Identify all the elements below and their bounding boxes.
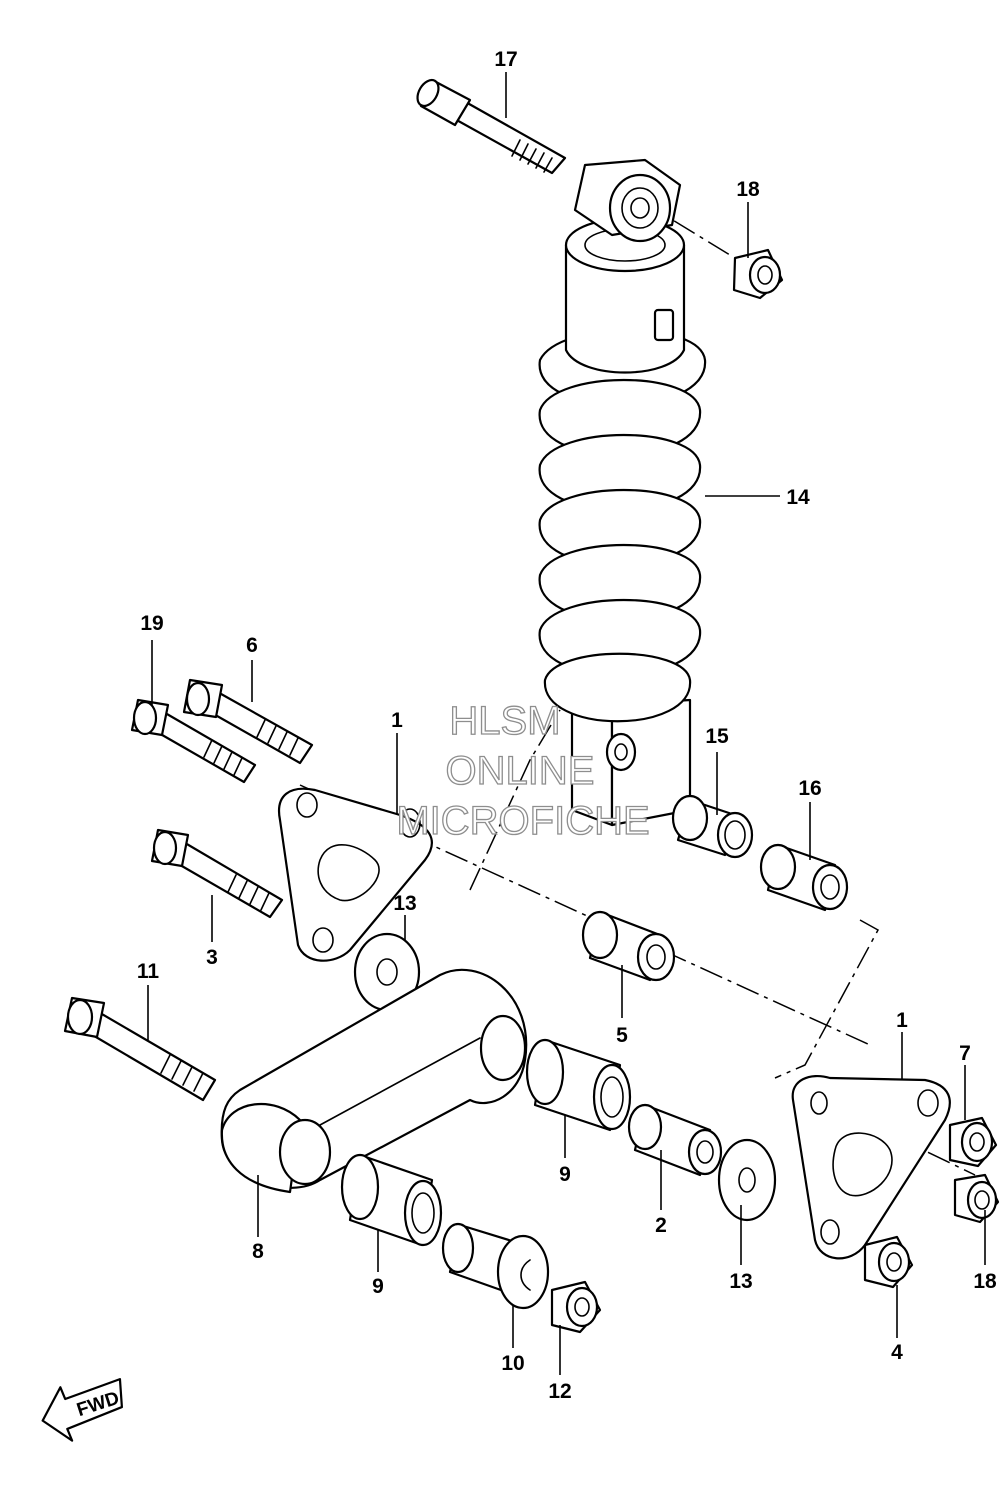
callout-9: 9 xyxy=(559,1163,571,1186)
part-16-spacer[interactable] xyxy=(759,843,849,912)
callout-numbers: 17 18 14 19 6 1 15 16 13 3 11 5 1 7 9 2 … xyxy=(137,48,997,1403)
part-12-nut[interactable] xyxy=(550,1280,602,1334)
part-6-bolt[interactable] xyxy=(182,678,314,765)
part-15-bearing[interactable] xyxy=(671,794,754,859)
callout-1: 1 xyxy=(391,709,403,732)
callout-1: 1 xyxy=(896,1009,908,1032)
forward-arrow-icon: FWD xyxy=(41,1378,123,1442)
callout-13: 13 xyxy=(729,1270,752,1293)
part-19-bolt[interactable] xyxy=(130,698,257,784)
callout-14: 14 xyxy=(786,486,810,509)
callout-15: 15 xyxy=(705,725,729,748)
callout-16: 16 xyxy=(798,777,821,800)
callout-17: 17 xyxy=(494,48,517,71)
part-5-spacer[interactable] xyxy=(581,910,676,982)
part-4-nut[interactable] xyxy=(863,1235,914,1289)
callout-7: 7 xyxy=(959,1042,971,1065)
watermark-line-1: HLSM xyxy=(449,699,560,743)
callout-9: 9 xyxy=(372,1275,384,1298)
callout-3: 3 xyxy=(206,946,218,969)
part-17-shock-upper-bolt[interactable] xyxy=(413,76,567,175)
part-14-rear-shock-absorber[interactable] xyxy=(538,158,707,827)
callout-8: 8 xyxy=(252,1240,264,1263)
part-1-cushion-rod-plate-right[interactable] xyxy=(791,1074,951,1260)
part-11-bolt[interactable] xyxy=(63,996,217,1102)
watermark: HLSM ONLINE MICROFICHE xyxy=(396,698,651,843)
callout-5: 5 xyxy=(616,1024,628,1047)
part-18-lower-nut[interactable] xyxy=(953,1173,1000,1224)
part-1-cushion-rod-plate-left[interactable] xyxy=(277,787,433,962)
part-3-bolt[interactable] xyxy=(150,828,284,919)
part-9-bearing-upper[interactable] xyxy=(525,1038,632,1132)
callout-6: 6 xyxy=(246,634,258,657)
callout-11: 11 xyxy=(137,960,160,983)
callout-13: 13 xyxy=(393,892,416,915)
leader-lines xyxy=(147,72,986,1375)
watermark-line-3: MICROFICHE xyxy=(396,799,649,843)
part-2-spacer[interactable] xyxy=(627,1103,723,1177)
watermark-line-2: ONLINE xyxy=(446,749,595,793)
part-13-washer-lower[interactable] xyxy=(717,1138,777,1222)
callout-18: 18 xyxy=(736,178,760,201)
callout-4: 4 xyxy=(891,1341,903,1364)
part-10-collar[interactable] xyxy=(441,1222,550,1310)
part-8-cushion-rod[interactable] xyxy=(220,968,528,1194)
callout-18: 18 xyxy=(973,1270,997,1293)
callout-2: 2 xyxy=(655,1214,667,1237)
part-7-nut[interactable] xyxy=(948,1116,998,1168)
callout-19: 19 xyxy=(140,612,163,635)
callout-10: 10 xyxy=(501,1352,524,1375)
part-18-upper-nut[interactable] xyxy=(732,248,784,300)
part-9-bearing-lower[interactable] xyxy=(340,1153,443,1247)
callout-12: 12 xyxy=(548,1380,571,1403)
